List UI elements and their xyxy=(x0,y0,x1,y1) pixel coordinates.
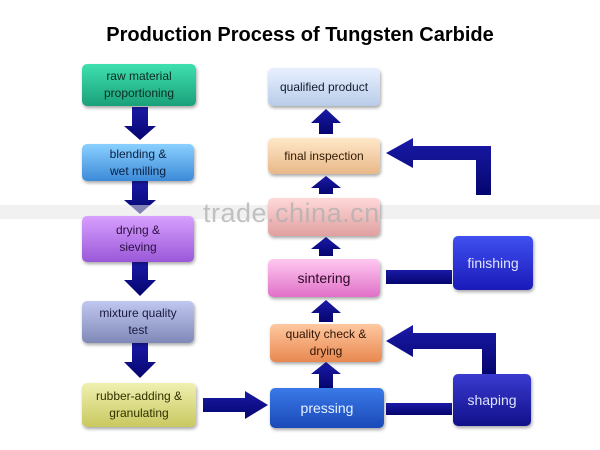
step-hidden-stage xyxy=(268,198,380,236)
arrow-rubber-to-pressing xyxy=(203,391,268,419)
arrow-drying-to-mixture xyxy=(124,262,156,296)
step-mixture-quality-test: mixture quality test xyxy=(82,301,194,343)
connector-shaping-pressing xyxy=(386,403,452,415)
arrow-shaping-to-quality xyxy=(386,325,496,374)
diagram-title: Production Process of Tungsten Carbide xyxy=(106,24,494,46)
step-final-inspection: final inspection xyxy=(268,138,380,174)
arrow-final-to-qualified xyxy=(311,109,341,134)
step-quality-check-drying: quality check & drying xyxy=(270,324,382,362)
connector-finishing-sintering xyxy=(386,270,452,284)
arrow-pressing-to-quality xyxy=(311,362,341,388)
step-blending-wet-milling: blending & wet milling xyxy=(82,144,194,181)
step-pressing: pressing xyxy=(270,388,384,428)
arrow-mixture-to-rubber xyxy=(124,343,156,378)
arrow-raw-to-blending xyxy=(124,107,156,140)
arrow-blending-to-drying xyxy=(124,181,156,214)
step-drying-sieving: drying & sieving xyxy=(82,216,194,262)
step-qualified-product: qualified product xyxy=(268,68,380,106)
watermark-text: trade.china.cn xyxy=(203,198,380,228)
step-rubber-adding-granulating: rubber-adding & granulating xyxy=(82,383,196,427)
step-sintering: sintering xyxy=(268,259,380,297)
step-finishing: finishing xyxy=(453,236,533,290)
arrow-sintering-to-next xyxy=(311,237,341,256)
step-shaping: shaping xyxy=(453,374,531,426)
arrow-to-final-inspection xyxy=(311,176,341,194)
step-raw-material-proportioning: raw material proportioning xyxy=(82,64,196,106)
arrow-finishing-to-final xyxy=(386,138,491,195)
arrow-quality-to-sintering xyxy=(311,300,341,322)
